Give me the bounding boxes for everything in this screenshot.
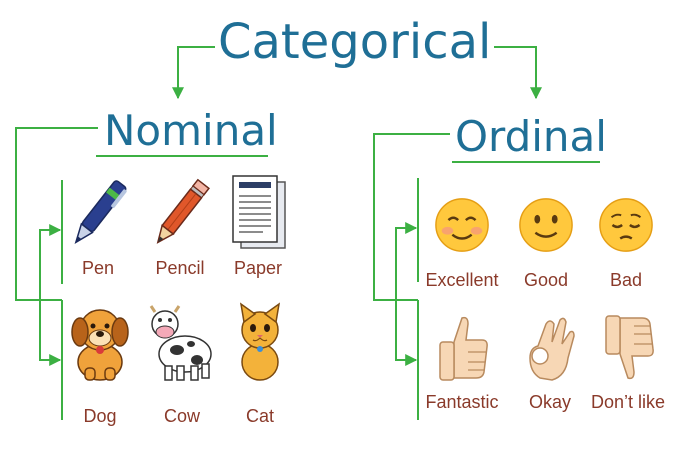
- nominal-bottom-arrow: [39, 300, 62, 366]
- ok-hand-icon: [514, 306, 586, 390]
- item-label: Bad: [609, 270, 643, 290]
- nominal-top-arrow: [39, 224, 62, 300]
- item-label: Good: [523, 270, 569, 290]
- slightly-smiling-face-icon: [510, 190, 582, 260]
- ordinal-title: Ordinal: [455, 112, 607, 161]
- item-label: Cat: [245, 406, 274, 426]
- item-label: Pen: [81, 258, 115, 278]
- item-pen: Pen: [56, 172, 140, 300]
- ordinal-bottom-arrow: [395, 300, 418, 366]
- item-label: Excellent: [425, 270, 499, 290]
- item-okay: Okay: [508, 306, 592, 434]
- thumbs-up-icon: [426, 306, 498, 390]
- item-excellent: Excellent: [420, 176, 504, 304]
- dog-icon: [64, 300, 136, 384]
- connector-categorical-to-ordinal: [494, 46, 542, 100]
- item-dog: Dog: [58, 300, 142, 428]
- connector-categorical-to-nominal: [172, 46, 215, 100]
- pencil-icon: [144, 172, 216, 256]
- cow-icon: [146, 300, 218, 384]
- thumbs-down-icon: [592, 306, 664, 390]
- item-cat: Cat: [218, 300, 302, 428]
- item-label: Fantastic: [425, 392, 499, 412]
- item-label: Don’t like: [590, 392, 666, 412]
- paper-icon: [222, 172, 294, 256]
- item-cow: Cow: [140, 300, 224, 428]
- cat-icon: [224, 300, 296, 384]
- item-label: Cow: [163, 406, 200, 426]
- item-label: Dog: [83, 406, 117, 426]
- item-dont-like: Don’t like: [586, 306, 670, 434]
- ordinal-top-arrow: [395, 222, 418, 300]
- item-paper: Paper: [216, 172, 300, 300]
- nominal-title: Nominal: [104, 106, 278, 155]
- item-pencil: Pencil: [138, 172, 222, 300]
- item-fantastic: Fantastic: [420, 306, 504, 434]
- item-good: Good: [504, 176, 588, 304]
- item-label: Pencil: [155, 258, 205, 278]
- item-bad: Bad: [584, 176, 668, 304]
- categorical-title: Categorical: [218, 14, 492, 70]
- item-label: Paper: [233, 258, 283, 278]
- item-label: Okay: [528, 392, 571, 412]
- pensive-face-icon: [590, 190, 662, 260]
- smiling-blushing-face-icon: [426, 190, 498, 260]
- pen-icon: [62, 172, 134, 256]
